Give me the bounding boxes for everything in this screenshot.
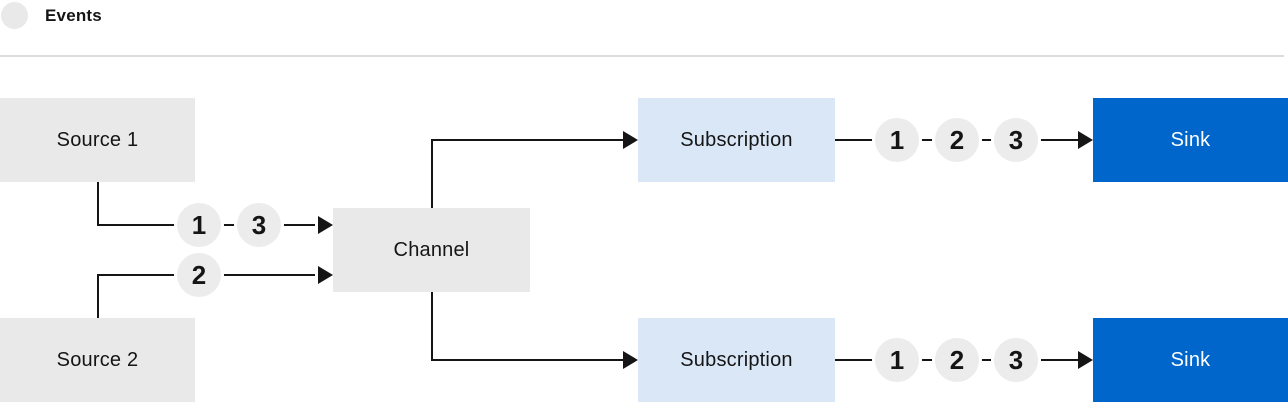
connector-channel-up	[431, 140, 433, 208]
legend-event-circle-icon	[1, 2, 28, 29]
legend-events-label: Events	[45, 6, 102, 25]
arrowhead-into-channel-top	[318, 216, 333, 234]
legend-divider	[0, 55, 1284, 57]
connector-channel-to-subscription-top	[431, 139, 623, 141]
subscription-top-node: Subscription	[638, 98, 835, 182]
channel-label: Channel	[393, 238, 470, 261]
sink-bottom-label: Sink	[1170, 348, 1211, 371]
sink-top-node: Sink	[1093, 98, 1288, 182]
connector-channel-down	[431, 292, 433, 360]
event-circle-1: 1	[875, 118, 919, 162]
sink-bottom-node: Sink	[1093, 318, 1288, 402]
event-circle-2: 2	[935, 118, 979, 162]
arrowhead-into-subscription-bottom	[623, 351, 638, 369]
event-circle-1: 1	[875, 338, 919, 382]
source2-label: Source 2	[56, 348, 139, 371]
channel-node: Channel	[333, 208, 530, 292]
subscription-bottom-node: Subscription	[638, 318, 835, 402]
event-circle-1: 1	[177, 203, 221, 247]
arrowhead-into-sink-bottom	[1078, 351, 1093, 369]
arrowhead-into-subscription-top	[623, 131, 638, 149]
subscription-top-label: Subscription	[680, 128, 793, 151]
event-circle-3: 3	[994, 118, 1038, 162]
connector-source1-down	[97, 182, 99, 225]
arrowhead-into-channel-bottom	[318, 266, 333, 284]
source1-label: Source 1	[56, 128, 139, 151]
event-circle-2: 2	[935, 338, 979, 382]
connector-source2-up	[97, 275, 99, 319]
sink-top-label: Sink	[1170, 128, 1211, 151]
source2-node: Source 2	[0, 318, 195, 402]
subscription-bottom-label: Subscription	[680, 348, 793, 371]
event-circle-3: 3	[237, 203, 281, 247]
event-circle-2: 2	[177, 253, 221, 297]
source1-node: Source 1	[0, 98, 195, 182]
arrowhead-into-sink-top	[1078, 131, 1093, 149]
event-circle-3: 3	[994, 338, 1038, 382]
connector-channel-to-subscription-bottom	[431, 359, 623, 361]
